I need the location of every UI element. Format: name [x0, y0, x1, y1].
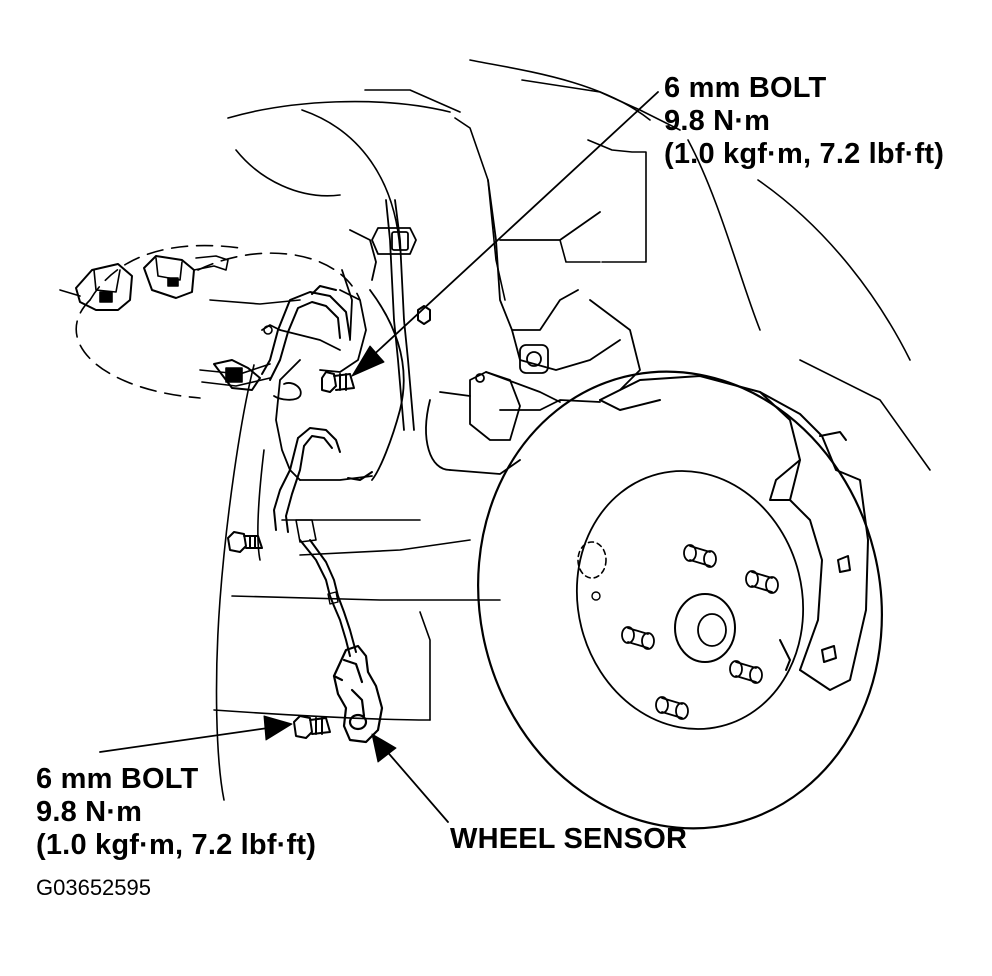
- wheel-sensor-label: WHEEL SENSOR: [450, 823, 688, 855]
- upper-bolt-graphic: [321, 371, 355, 393]
- bottom-bolt-torque-nm: 9.8 N·m: [36, 796, 143, 828]
- sensor-harness: [261, 285, 373, 657]
- lug-studs: [621, 544, 779, 720]
- wheel-sensor-body: [332, 644, 384, 744]
- top-bolt-torque-alt: (1.0 kgf·m, 7.2 lbf·ft): [664, 138, 945, 170]
- top-bolt-callout: 6 mm BOLT 9.8 N·m (1.0 kgf·m, 7.2 lbf·ft…: [664, 72, 944, 171]
- body-outline: [213, 59, 931, 801]
- top-bolt-torque-nm: 9.8 N·m: [664, 105, 771, 137]
- brake-caliper: [599, 375, 869, 691]
- bottom-bolt-callout: 6 mm BOLT 9.8 N·m (1.0 kgf·m, 7.2 lbf·ft…: [36, 763, 316, 862]
- strut-assembly: [261, 179, 641, 481]
- figure-code: G03652595: [36, 875, 151, 900]
- bracket-bolt-graphic: [417, 305, 431, 325]
- bottom-bolt-torque-alt: (1.0 kgf·m, 7.2 lbf·ft): [36, 829, 317, 861]
- brake-rotor: [477, 370, 883, 830]
- top-bolt-size: 6 mm BOLT: [664, 72, 827, 104]
- bolts: [227, 305, 431, 739]
- lower-bolt-graphic: [293, 715, 331, 739]
- leader-lines: [99, 91, 659, 823]
- connector-detail: [59, 244, 361, 399]
- bottom-bolt-size: 6 mm BOLT: [36, 763, 199, 795]
- mid-bolt-graphic: [227, 531, 263, 553]
